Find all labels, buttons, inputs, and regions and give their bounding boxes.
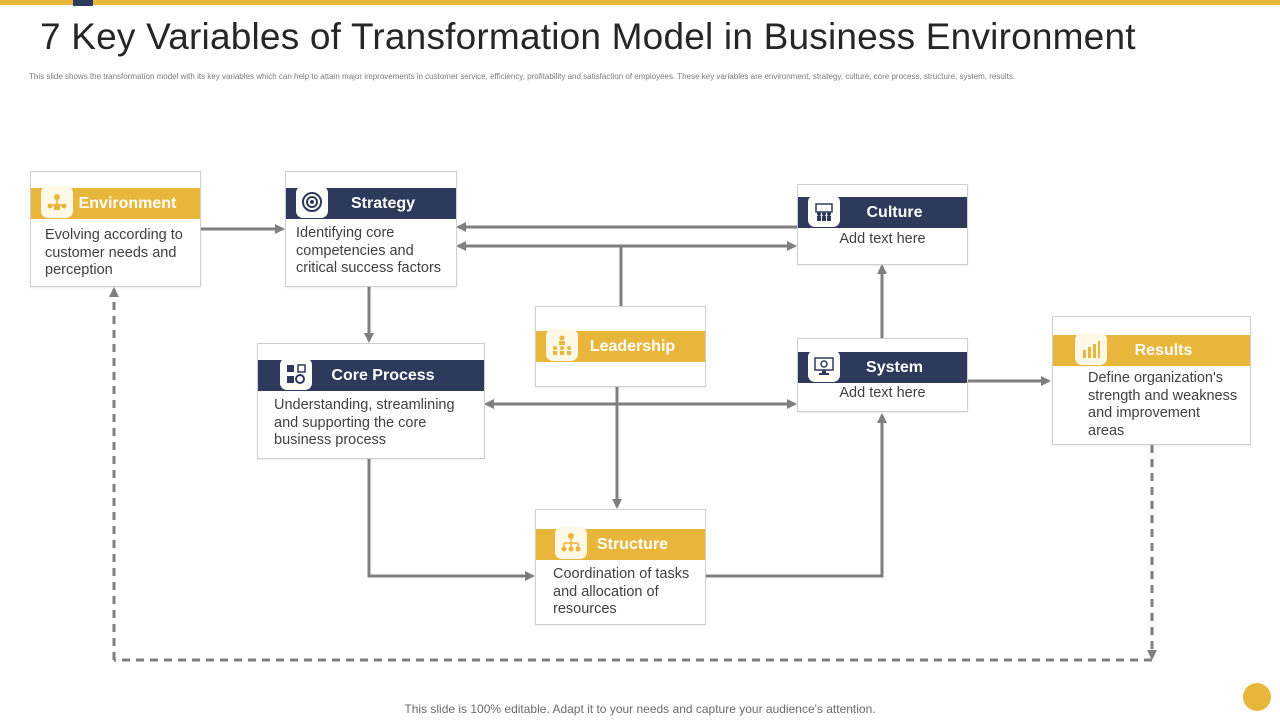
- slide-subtitle: This slide shows the transformation mode…: [29, 72, 1016, 81]
- slide-footer: This slide is 100% editable. Adapt it to…: [404, 702, 876, 716]
- node-strategy-text: Identifying core competencies and critic…: [296, 225, 442, 276]
- process-icon: [280, 358, 312, 390]
- node-leadership: Leadership: [535, 306, 706, 387]
- target-gear-icon: [296, 186, 328, 218]
- node-core-process: Core Process Understanding, streamlining…: [257, 343, 485, 459]
- node-results-header: Results: [1053, 333, 1250, 366]
- node-leadership-label: Leadership: [589, 337, 676, 355]
- people-network-icon: [41, 186, 73, 218]
- node-structure-label: Structure: [596, 535, 669, 553]
- hierarchy-people-icon: [546, 329, 578, 361]
- node-environment: Environment Evolving according to custom…: [30, 171, 201, 287]
- node-structure-header: Structure: [536, 527, 705, 560]
- node-strategy-header: Strategy: [286, 186, 456, 219]
- monitor-gear-icon: [808, 350, 840, 382]
- node-system: System Add text here: [797, 338, 968, 412]
- team-icon: [808, 195, 840, 227]
- node-culture-text: Add text here: [839, 231, 926, 247]
- node-culture-header: Culture: [798, 195, 967, 228]
- slide-title: 7 Key Variables of Transformation Model …: [40, 16, 1136, 57]
- node-results-label: Results: [1134, 341, 1193, 359]
- node-core-process-label: Core Process: [331, 366, 435, 384]
- node-culture: Culture Add text here: [797, 184, 968, 265]
- node-environment-text: Evolving according to customer needs and…: [45, 227, 183, 278]
- node-system-label: System: [866, 358, 923, 376]
- node-strategy-label: Strategy: [350, 194, 416, 212]
- node-system-header: System: [798, 350, 967, 383]
- top-accent-mark: [73, 0, 93, 6]
- node-system-text: Add text here: [839, 385, 926, 401]
- node-core-process-text: Understanding, streamlining and supporti…: [274, 397, 455, 448]
- bar-chart-icon: [1075, 333, 1107, 365]
- node-culture-label: Culture: [866, 203, 923, 221]
- node-structure-text: Coordination of tasks and allocation of …: [553, 566, 690, 617]
- node-leadership-header: Leadership: [536, 329, 705, 362]
- node-core-process-header: Core Process: [258, 358, 484, 391]
- node-structure: Structure Coordination of tasks and allo…: [535, 509, 706, 625]
- node-results: Results Define organization's strength a…: [1052, 316, 1251, 445]
- top-accent-bar: [0, 0, 1280, 5]
- org-chart-icon: [555, 527, 587, 559]
- node-strategy: Strategy Identifying core competencies a…: [285, 171, 457, 287]
- node-environment-label: Environment: [78, 194, 177, 212]
- arrow-structure-system: [706, 413, 887, 578]
- node-environment-header: Environment: [31, 186, 200, 219]
- node-results-text: Define organization's strength and weakn…: [1088, 370, 1238, 439]
- arrow-coreprocess-structure: [367, 459, 535, 581]
- corner-decoration: [1243, 683, 1271, 711]
